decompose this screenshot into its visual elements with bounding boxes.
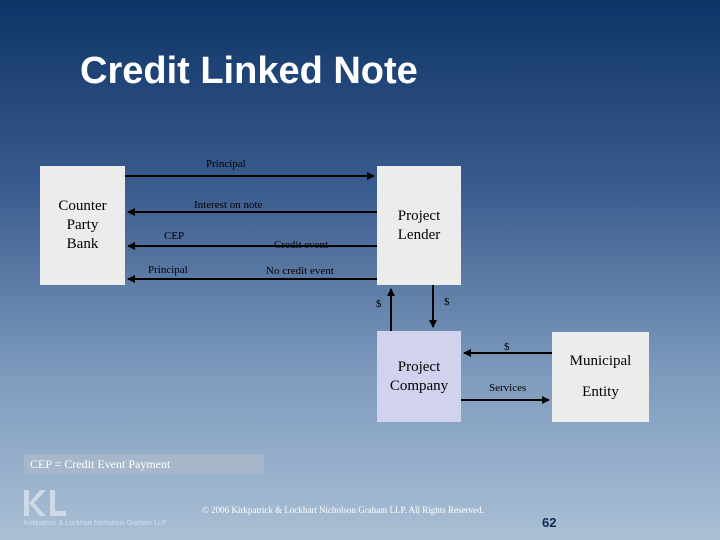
counter-party-bank-box: Counter Party Bank bbox=[40, 166, 125, 285]
municipal-entity-label-line1: Municipal bbox=[569, 353, 632, 369]
firm-name: Kirkpatrick & Lockhart Nicholson Graham … bbox=[24, 520, 167, 527]
cep-definition-note: CEP = Credit Event Payment bbox=[24, 454, 264, 474]
cep-label: CEP bbox=[164, 230, 185, 242]
slide-title: Credit Linked Note bbox=[80, 50, 418, 92]
credit-event-label: Credit event bbox=[274, 239, 329, 251]
principal-bottom-label: Principal bbox=[148, 264, 188, 276]
municipal-entity-box: Municipal Entity bbox=[552, 332, 649, 422]
no-credit-event-label: No credit event bbox=[266, 265, 334, 277]
counter-party-bank-label: Counter Party Bank bbox=[58, 198, 107, 252]
services-label: Services bbox=[489, 382, 527, 394]
project-lender-label: Project Lender bbox=[397, 207, 441, 243]
municipal-entity-label-line2: Entity bbox=[582, 384, 619, 400]
project-company-label: Project Company bbox=[389, 358, 449, 394]
dollar-down-label: $ bbox=[444, 296, 450, 308]
project-lender-box: Project Lender bbox=[377, 166, 461, 285]
dollar-right-label: $ bbox=[504, 341, 510, 353]
project-company-box: Project Company bbox=[377, 331, 461, 422]
copyright-text: © 2006 Kirkpatrick & Lockhart Nicholson … bbox=[202, 505, 484, 515]
page-number: 62 bbox=[542, 515, 557, 530]
interest-label: Interest on note bbox=[194, 199, 263, 211]
principal-top-label: Principal bbox=[206, 158, 246, 170]
dollar-up-label: $ bbox=[376, 298, 382, 310]
kl-logo-icon bbox=[24, 490, 66, 516]
